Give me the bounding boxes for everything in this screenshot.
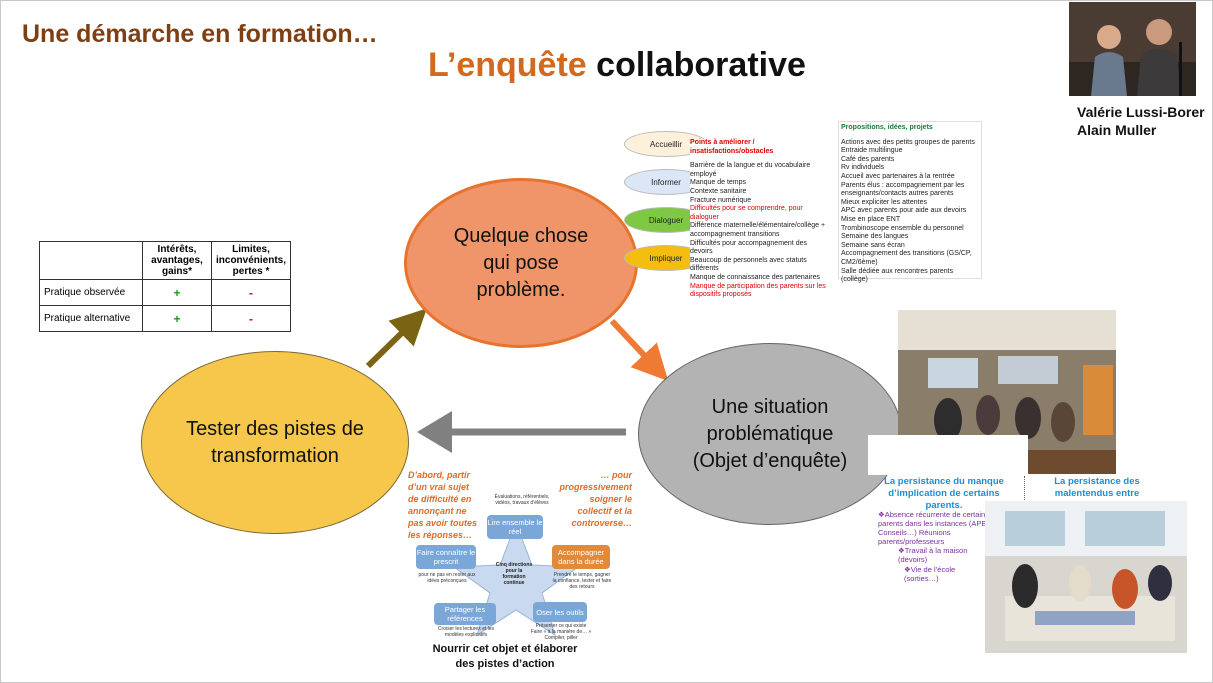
star-note-5: pour ne pas en rester aux idées préconçu…	[418, 572, 476, 584]
presenter-names: Valérie Lussi-Borer Alain Muller	[1077, 103, 1205, 139]
table-row-label: Pratique observée	[39, 279, 143, 306]
star-point-1: Lire ensemble le réel	[487, 515, 543, 539]
cycle-step-problem-label: Quelque chose qui pose problème.	[453, 224, 589, 301]
issues-list: Barrière de la langue et du vocabulaire …	[690, 162, 830, 300]
proposal-item: Salle dédiée aux rencontres parents (col…	[841, 267, 954, 284]
title-rest: collaborative	[596, 46, 806, 84]
issue-item: Difficultés pour se comprendre, pour dia…	[690, 205, 803, 221]
cycle-step-situation: Une situation problématique (Objet d’enq…	[638, 343, 902, 525]
proposal-item: Accueil avec partenaires à la rentrée	[841, 172, 955, 180]
title-accent: L’enquête	[428, 46, 587, 84]
bullet-text: Travail à la maison (devoirs)	[898, 546, 968, 564]
arrow-top-to-right	[609, 318, 669, 382]
star-caption: Nourrir cet objet et élaborer des pistes…	[432, 643, 578, 670]
star-point-4: Partager les références	[434, 603, 496, 625]
issue-item: Beaucoup de personnels avec statuts diff…	[690, 256, 807, 273]
star-note-4: Croiser les lectures et les modèles expl…	[437, 626, 495, 638]
table-header: Limites, inconvénients, pertes *	[216, 244, 287, 277]
cycle-step-test-label: Tester des pistes de transformation	[186, 417, 364, 467]
issue-item: Barrière de la langue et du vocabulaire …	[690, 162, 811, 178]
star-note-3: Présenter ce qui existe Faire « à la man…	[530, 623, 592, 641]
arrow-left-to-top	[365, 308, 427, 369]
persistence-divider	[1024, 476, 1025, 502]
proposal-item: Accompagnement des transitions (GS/CP, C…	[841, 250, 972, 266]
classroom-photo	[985, 501, 1187, 653]
proposals-panel: Propositions, idées, projets Actions ave…	[838, 121, 982, 283]
star-right-note: … pour progressivement soigner le collec…	[559, 470, 632, 528]
proposal-item: Semaine sans écran	[841, 241, 905, 249]
star-left-note: D’abord, partir d’un vrai sujet de diffi…	[408, 470, 478, 540]
caption-mask	[868, 435, 1028, 475]
cycle-step-test: Tester des pistes de transformation	[141, 351, 409, 534]
proposal-item: Parents élus : accompagnement par les en…	[841, 181, 965, 198]
slide-title: L’enquête collaborative	[428, 46, 806, 85]
issue-item: Contexte sanitaire	[690, 187, 747, 195]
issue-item: Manque de temps	[690, 179, 747, 187]
bullet-2: ❖Travail à la maison (devoirs)	[898, 546, 968, 564]
proposals-heading: Propositions, idées, projets	[841, 124, 933, 131]
issues-heading: Points à améliorer / insatisfactions/obs…	[690, 139, 774, 155]
table-plus: +	[142, 305, 212, 332]
star-note-2: Prendre le temps, gagner la confiance, t…	[552, 572, 612, 590]
issue-item: Fracture numérique	[690, 196, 752, 204]
star-point-3: Oser les outils	[533, 602, 587, 622]
issue-item: Difficultés pour accompagnement des devo…	[690, 239, 807, 256]
proposal-item: Mieux expliciter les attentes	[841, 198, 927, 206]
proposal-item: Rv individuels	[841, 164, 885, 172]
presenter-name: Alain Muller	[1077, 122, 1157, 138]
issue-item: Manque de connaissance des partenaires	[690, 273, 820, 281]
presenters-photo	[1069, 2, 1196, 96]
bullet-text: Vie de l’école (sorties…)	[904, 565, 956, 583]
proposal-item: Entraide multilingue	[841, 147, 903, 155]
persistence-left: La persistance du manque d’implication d…	[884, 476, 1004, 511]
star-note-1: Évaluations, référentiels, vidéos, trava…	[494, 494, 550, 506]
issue-item: Manque de participation des parents sur …	[690, 282, 826, 299]
table-minus: -	[210, 305, 292, 332]
table-row-label: Pratique alternative	[39, 305, 143, 332]
practice-table: Intérêts, avantages, gains* Limites, inc…	[39, 241, 292, 332]
slide-kicker: Une démarche en formation…	[22, 20, 378, 48]
bullet-3: ❖Vie de l’école (sorties…)	[904, 565, 956, 583]
proposal-item: Actions avec des petits groupes de paren…	[841, 138, 975, 146]
bullet-text: Absence récurrente de certains parents d…	[878, 510, 989, 546]
cycle-step-problem: Quelque chose qui pose problème.	[404, 178, 638, 348]
star-center: Cinq directions pour la formation contin…	[495, 562, 533, 586]
presenter-name: Valérie Lussi-Borer	[1077, 104, 1205, 120]
proposal-item: Semaine des langues	[841, 233, 909, 241]
star-point-5: Faire connaître le prescrit	[416, 545, 476, 569]
cycle-step-situation-label: Une situation problématique (Objet d’enq…	[692, 395, 848, 472]
proposal-item: Trombinoscope ensemble du personnel	[841, 224, 964, 232]
table-plus: +	[142, 279, 212, 306]
table-minus: -	[210, 279, 292, 306]
bullet-1: ❖Absence récurrente de certains parents …	[878, 510, 989, 546]
issue-item: Différence maternelle/élémentaire/collèg…	[690, 222, 826, 238]
issues-panel: Points à améliorer / insatisfactions/obs…	[690, 139, 830, 300]
star-point-2: Accompagner dans la durée	[552, 545, 610, 569]
proposal-item: Café des parents	[841, 155, 895, 163]
proposal-item: Mise en place ENT	[841, 215, 901, 223]
table-header: Intérêts, avantages, gains*	[151, 244, 203, 277]
proposals-list: Actions avec des petits groupes de paren…	[841, 139, 979, 285]
proposal-item: APC avec parents pour aide aux devoirs	[841, 207, 967, 215]
